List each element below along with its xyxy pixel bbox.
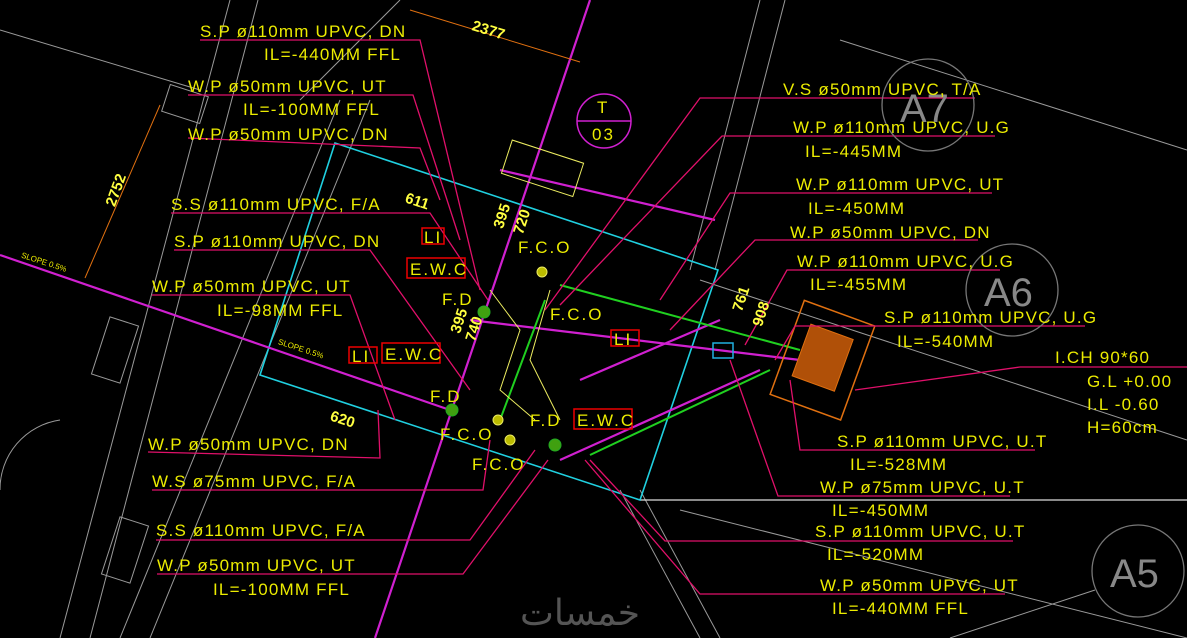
svg-text:F.D: F.D bbox=[530, 411, 562, 430]
cleanout-box bbox=[712, 342, 734, 359]
svg-text:IL=-100MM FFL: IL=-100MM FFL bbox=[243, 100, 380, 119]
svg-text:S.P ø110mm UPVC, U.G: S.P ø110mm UPVC, U.G bbox=[884, 308, 1097, 327]
svg-text:W.P ø110mm UPVC, U.G: W.P ø110mm UPVC, U.G bbox=[797, 252, 1014, 271]
svg-text:E.W.C: E.W.C bbox=[410, 260, 468, 279]
svg-text:G.L +0.00: G.L +0.00 bbox=[1087, 372, 1172, 391]
svg-text:IL=-450MM: IL=-450MM bbox=[808, 199, 905, 218]
pipe-labels-left: S.P ø110mm UPVC, DN IL=-440MM FFL W.P ø5… bbox=[148, 22, 406, 599]
svg-text:F.C.O: F.C.O bbox=[550, 305, 603, 324]
svg-text:2752: 2752 bbox=[103, 172, 130, 209]
svg-text:F.D: F.D bbox=[430, 387, 462, 406]
svg-text:720: 720 bbox=[510, 207, 534, 236]
svg-text:H=60cm: H=60cm bbox=[1087, 418, 1158, 437]
svg-text:LI: LI bbox=[352, 347, 370, 366]
pipes bbox=[0, 0, 801, 638]
svg-text:908: 908 bbox=[749, 299, 773, 328]
svg-text:E.W.C: E.W.C bbox=[385, 345, 443, 364]
svg-text:IL=-100MM FFL: IL=-100MM FFL bbox=[213, 580, 350, 599]
svg-text:IL=-440MM FFL: IL=-440MM FFL bbox=[832, 599, 969, 618]
svg-text:IL=-528MM: IL=-528MM bbox=[850, 455, 947, 474]
svg-text:S.P ø110mm UPVC, DN: S.P ø110mm UPVC, DN bbox=[174, 232, 380, 251]
svg-text:A6: A6 bbox=[984, 271, 1033, 315]
svg-text:I.CH 90*60: I.CH 90*60 bbox=[1055, 348, 1150, 367]
svg-text:T: T bbox=[597, 98, 609, 117]
svg-text:W.P ø110mm UPVC, U.G: W.P ø110mm UPVC, U.G bbox=[793, 118, 1010, 137]
inspection-chamber-note: I.CH 90*60 G.L +0.00 I.L -0.60 H=60cm bbox=[1055, 348, 1172, 437]
inspection-chamber-symbol bbox=[769, 299, 876, 421]
room-outline bbox=[258, 141, 720, 502]
svg-text:W.P ø50mm UPVC, UT: W.P ø50mm UPVC, UT bbox=[188, 77, 387, 96]
svg-text:W.P ø50mm UPVC, UT: W.P ø50mm UPVC, UT bbox=[820, 576, 1019, 595]
svg-text:A5: A5 bbox=[1110, 552, 1159, 596]
svg-text:03: 03 bbox=[592, 125, 615, 144]
svg-text:IL=-445MM: IL=-445MM bbox=[805, 142, 902, 161]
svg-text:LI: LI bbox=[614, 330, 632, 349]
svg-text:S.S ø110mm UPVC, F/A: S.S ø110mm UPVC, F/A bbox=[156, 521, 366, 540]
svg-text:F.C.O: F.C.O bbox=[518, 238, 571, 257]
svg-text:IL=-455MM: IL=-455MM bbox=[810, 275, 907, 294]
svg-text:W.P ø50mm UPVC, DN: W.P ø50mm UPVC, DN bbox=[188, 125, 389, 144]
svg-text:W.S ø75mm UPVC, F/A: W.S ø75mm UPVC, F/A bbox=[152, 472, 356, 491]
svg-text:A7: A7 bbox=[900, 87, 949, 131]
dimensions: 2377 2752 611 395 720 395 740 620 761 90… bbox=[84, 9, 773, 432]
svg-text:S.P ø110mm UPVC, U.T: S.P ø110mm UPVC, U.T bbox=[837, 432, 1047, 451]
svg-text:611: 611 bbox=[403, 190, 431, 214]
svg-text:W.P ø50mm UPVC, DN: W.P ø50mm UPVC, DN bbox=[148, 435, 349, 454]
svg-text:IL=-440MM FFL: IL=-440MM FFL bbox=[264, 45, 401, 64]
svg-text:IL=-450MM: IL=-450MM bbox=[832, 501, 929, 520]
svg-text:S.P ø110mm UPVC, DN: S.P ø110mm UPVC, DN bbox=[200, 22, 406, 41]
svg-text:F.D: F.D bbox=[442, 290, 474, 309]
pipes-green bbox=[499, 284, 801, 456]
svg-text:IL=-98MM FFL: IL=-98MM FFL bbox=[217, 301, 343, 320]
svg-text:W.P ø50mm UPVC, DN: W.P ø50mm UPVC, DN bbox=[790, 223, 991, 242]
section-marker: T 03 bbox=[576, 93, 632, 149]
svg-text:IL=-540MM: IL=-540MM bbox=[897, 332, 994, 351]
svg-text:395: 395 bbox=[447, 306, 471, 335]
floor-drains bbox=[445, 305, 562, 452]
svg-text:W.P ø50mm UPVC, UT: W.P ø50mm UPVC, UT bbox=[152, 277, 351, 296]
pipe-labels-right: V.S ø50mm UPVC, T/A W.P ø110mm UPVC, U.G… bbox=[783, 80, 1097, 618]
watermark: خمسات bbox=[520, 593, 640, 634]
svg-text:V.S ø50mm UPVC, T/A: V.S ø50mm UPVC, T/A bbox=[783, 80, 982, 99]
svg-text:2377: 2377 bbox=[470, 17, 507, 43]
svg-text:620: 620 bbox=[328, 408, 357, 432]
svg-text:LI: LI bbox=[424, 228, 442, 247]
svg-text:I.L -0.60: I.L -0.60 bbox=[1087, 395, 1160, 414]
svg-text:395: 395 bbox=[490, 202, 514, 231]
svg-text:740: 740 bbox=[462, 314, 486, 343]
svg-text:F.C.O: F.C.O bbox=[440, 425, 493, 444]
svg-text:W.P ø110mm UPVC, UT: W.P ø110mm UPVC, UT bbox=[796, 175, 1004, 194]
svg-text:761: 761 bbox=[729, 284, 753, 313]
svg-text:IL=-520MM: IL=-520MM bbox=[827, 545, 924, 564]
svg-text:F.C.O: F.C.O bbox=[472, 455, 525, 474]
svg-text:W.P ø50mm UPVC, UT: W.P ø50mm UPVC, UT bbox=[157, 556, 356, 575]
svg-text:W.P ø75mm UPVC, U.T: W.P ø75mm UPVC, U.T bbox=[820, 478, 1025, 497]
svg-text:S.P ø110mm UPVC, U.T: S.P ø110mm UPVC, U.T bbox=[815, 522, 1025, 541]
svg-text:SLOPE 0.5%: SLOPE 0.5% bbox=[277, 337, 325, 360]
svg-text:E.W.C: E.W.C bbox=[577, 411, 635, 430]
svg-text:S.S ø110mm UPVC, F/A: S.S ø110mm UPVC, F/A bbox=[171, 195, 381, 214]
fittings bbox=[489, 139, 585, 446]
grid-bubbles: A7 A6 A5 bbox=[881, 58, 1185, 618]
leader-lines bbox=[147, 39, 1187, 595]
